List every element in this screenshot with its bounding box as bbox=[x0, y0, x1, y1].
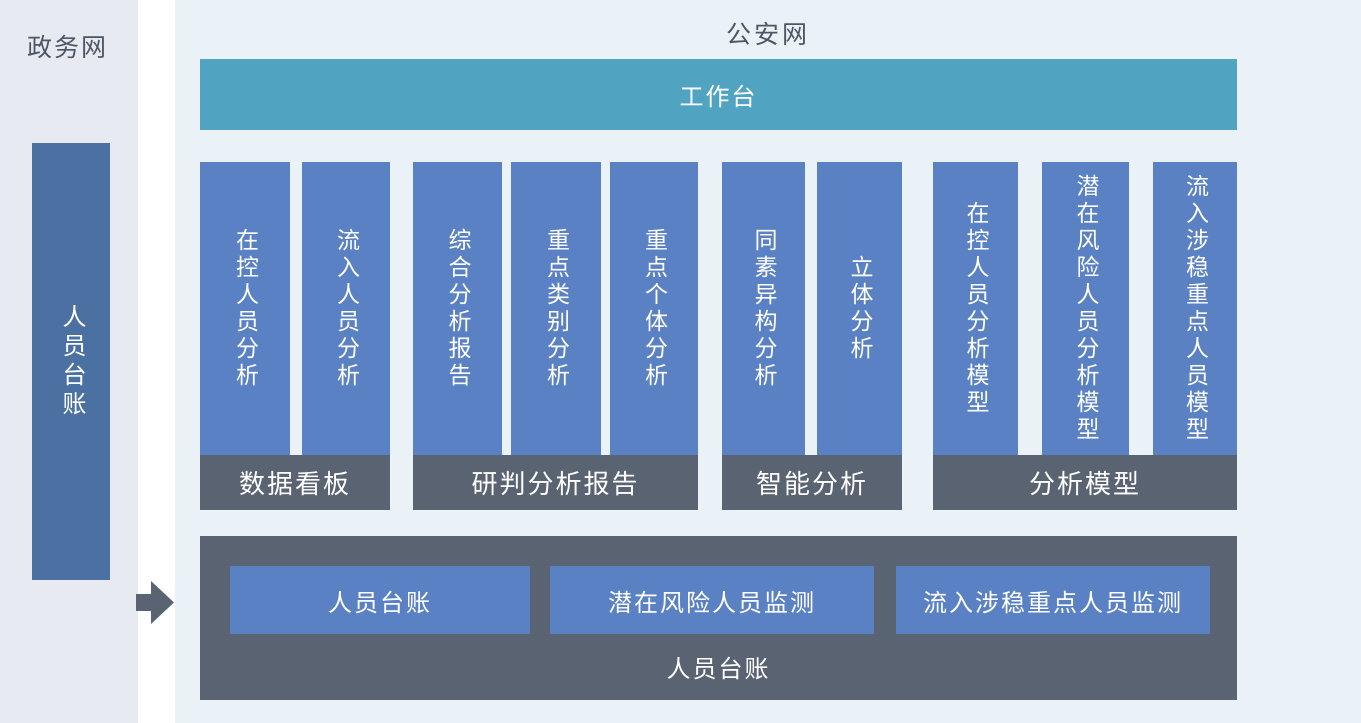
module-potential-risk-personnel-model: 潜在风险人员分析模型 bbox=[1042, 162, 1129, 455]
module-key-category-analysis: 重点类别分析 bbox=[511, 162, 601, 455]
group-columns: 综合分析报告 重点类别分析 重点个体分析 bbox=[413, 162, 698, 455]
group-footer-analysis-report: 研判分析报告 bbox=[413, 455, 698, 510]
group-columns: 同素异构分析 立体分析 bbox=[722, 162, 902, 455]
tile-personnel-ledger: 人员台账 bbox=[230, 566, 530, 634]
module-isomer-analysis: 同素异构分析 bbox=[722, 162, 805, 455]
tile-potential-risk-monitoring: 潜在风险人员监测 bbox=[550, 566, 874, 634]
module-in-control-personnel-analysis: 在控人员分析 bbox=[200, 162, 290, 455]
police-network-panel: 公安网 工作台 在控人员分析 流入人员分析 数据看板 综合分析报告 重点类别分析… bbox=[175, 0, 1361, 723]
group-analysis-report: 综合分析报告 重点类别分析 重点个体分析 研判分析报告 bbox=[413, 162, 698, 510]
group-analysis-models: 在控人员分析模型 潜在风险人员分析模型 流入涉稳重点人员模型 分析模型 bbox=[933, 162, 1237, 510]
group-footer-data-dashboard: 数据看板 bbox=[200, 455, 390, 510]
group-columns: 在控人员分析 流入人员分析 bbox=[200, 162, 390, 455]
group-footer-intelligent-analysis: 智能分析 bbox=[722, 455, 902, 510]
flow-arrow-icon bbox=[136, 581, 174, 624]
personnel-ledger-box-label: 人员台账 bbox=[666, 656, 771, 683]
group-columns: 在控人员分析模型 潜在风险人员分析模型 流入涉稳重点人员模型 bbox=[933, 162, 1237, 455]
gov-network-title: 政务网 bbox=[27, 34, 109, 62]
workbench-bar: 工作台 bbox=[200, 59, 1237, 130]
tile-inflow-key-personnel-monitoring: 流入涉稳重点人员监测 bbox=[896, 566, 1210, 634]
group-intelligent-analysis: 同素异构分析 立体分析 智能分析 bbox=[722, 162, 902, 510]
workbench-label: 工作台 bbox=[679, 84, 758, 111]
group-data-dashboard: 在控人员分析 流入人员分析 数据看板 bbox=[200, 162, 390, 510]
module-in-control-personnel-model: 在控人员分析模型 bbox=[933, 162, 1018, 455]
gov-network-panel: 政务网 人员台账 bbox=[0, 0, 138, 723]
module-inflow-personnel-analysis: 流入人员分析 bbox=[302, 162, 390, 455]
module-stereo-analysis: 立体分析 bbox=[817, 162, 902, 455]
module-inflow-key-personnel-model: 流入涉稳重点人员模型 bbox=[1153, 162, 1237, 455]
personnel-ledger-source-bar: 人员台账 bbox=[32, 143, 110, 580]
module-key-individual-analysis: 重点个体分析 bbox=[610, 162, 698, 455]
module-comprehensive-analysis-report: 综合分析报告 bbox=[413, 162, 502, 455]
personnel-ledger-box: 人员台账 潜在风险人员监测 流入涉稳重点人员监测 人员台账 bbox=[200, 536, 1237, 700]
group-footer-analysis-models: 分析模型 bbox=[933, 455, 1237, 510]
personnel-ledger-source-label: 人员台账 bbox=[58, 303, 85, 420]
police-network-title: 公安网 bbox=[725, 21, 810, 49]
